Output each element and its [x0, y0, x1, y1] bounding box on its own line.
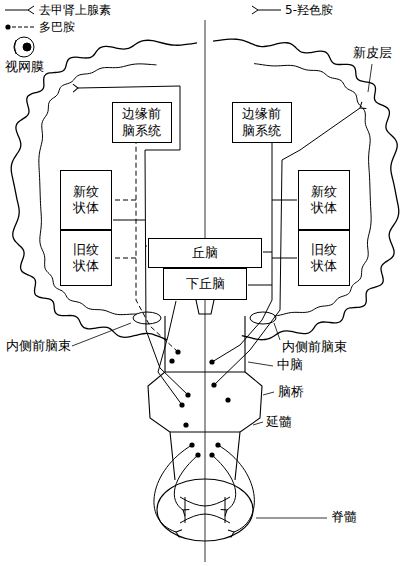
- striatum-box: 旧纹状体: [298, 230, 350, 286]
- legend-sample: [4, 21, 36, 33]
- legend-label: 5-羟色胺: [285, 3, 333, 17]
- cell-bodies: [169, 349, 230, 457]
- pathways: [78, 86, 360, 532]
- part-label: 延髓: [265, 415, 293, 430]
- part-label: 内侧前脑束: [281, 340, 348, 355]
- node-label: 旧纹状体: [72, 242, 101, 275]
- node-label: 下丘脑: [186, 276, 225, 292]
- legend-entry: 去甲肾上腺素: [4, 3, 111, 17]
- spinal-cord: [157, 479, 253, 541]
- part-label: 新皮层: [352, 46, 393, 61]
- legend-entry: 5-羟色胺: [250, 3, 333, 17]
- node-label: 新纹状体: [72, 184, 101, 217]
- node-label: 旧纹状体: [310, 242, 339, 275]
- node-label: 丘脑: [192, 245, 218, 261]
- striatum-box: 新纹状体: [298, 170, 350, 230]
- part-label: 脑桥: [277, 385, 305, 400]
- legend-label: 多巴胺: [39, 20, 75, 34]
- node-label: 边缘前脑系统: [242, 106, 282, 139]
- thalamus-box: 丘脑: [148, 238, 262, 268]
- part-label: 脊髓: [330, 510, 358, 525]
- striatum-box: 旧纹状体: [60, 230, 112, 286]
- part-label: 视网膜: [4, 60, 45, 75]
- part-label: 中脑: [276, 358, 304, 373]
- striatum-box: 新纹状体: [60, 170, 112, 230]
- part-label: 内侧前脑束: [5, 339, 72, 354]
- leader-lines: [72, 64, 372, 518]
- legend-sample: [4, 4, 36, 16]
- eye-symbol: [14, 37, 34, 57]
- hypothalamus-box: 下丘脑: [163, 268, 247, 300]
- legend-entry: 多巴胺: [4, 20, 75, 34]
- node-label: 边缘前脑系统: [122, 106, 162, 139]
- limbic-box: 边缘前脑系统: [112, 102, 172, 143]
- fiber-bundle-rings: [133, 312, 276, 324]
- legend-label: 去甲肾上腺素: [39, 3, 111, 17]
- node-label: 新纹状体: [310, 184, 339, 217]
- brainstem-outline: [148, 300, 262, 480]
- legend-sample: [250, 4, 282, 16]
- limbic-box: 边缘前脑系统: [232, 102, 292, 143]
